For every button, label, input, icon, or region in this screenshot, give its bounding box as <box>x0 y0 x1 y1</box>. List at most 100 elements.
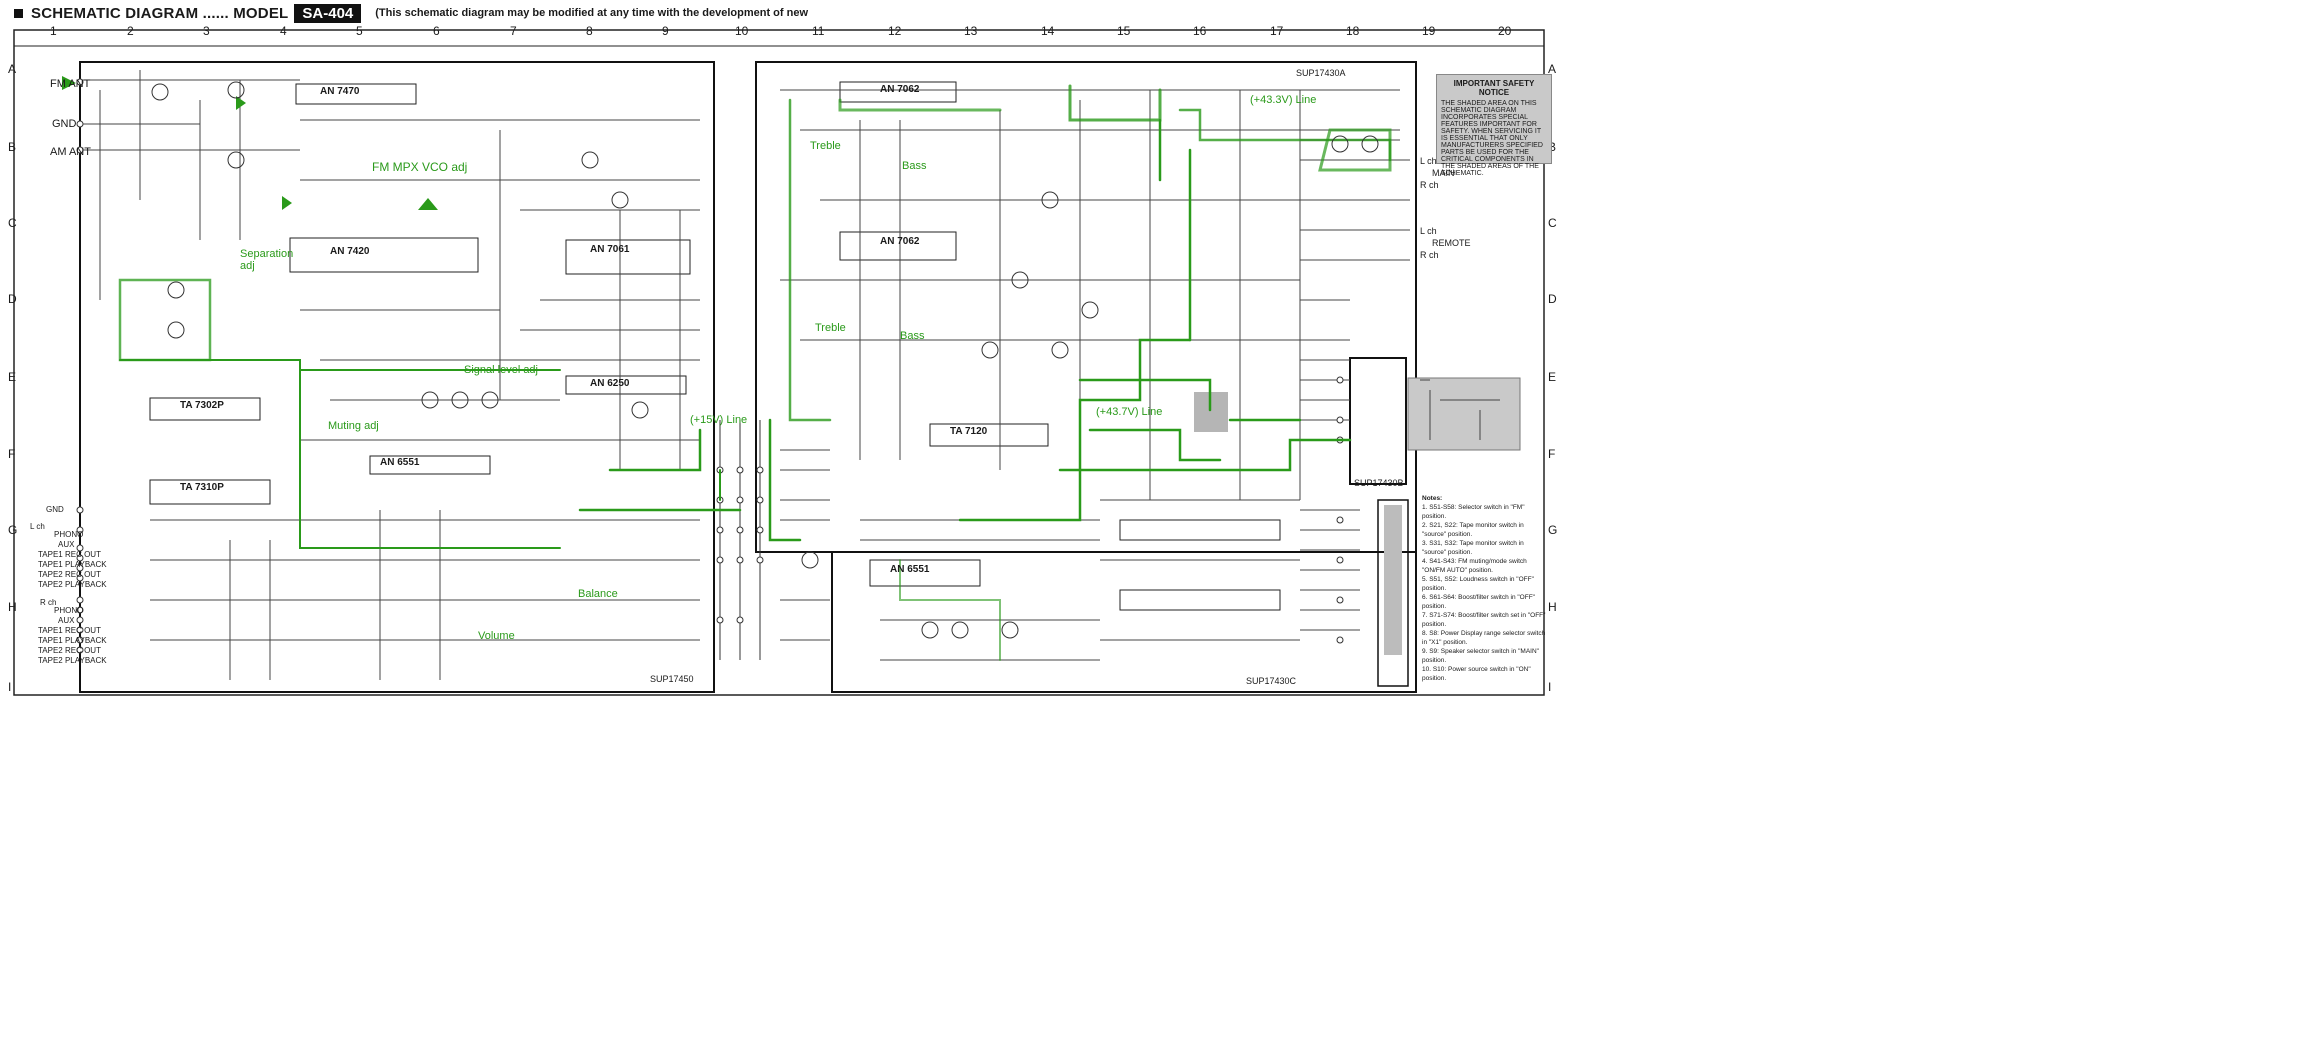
col-9: 9 <box>662 24 669 38</box>
col-7: 7 <box>510 24 517 38</box>
row-C-right: C <box>1548 216 1557 230</box>
plus15v-line-label: (+15V) Line <box>690 414 748 426</box>
col-10: 10 <box>735 24 749 38</box>
board-label-sup17430a: SUP17430A <box>1296 68 1346 78</box>
spk-remote-lch: L ch <box>1420 226 1437 236</box>
col-13: 13 <box>964 24 978 38</box>
jack-lch: L ch <box>30 522 45 531</box>
spk-main: MAIN <box>1432 168 1455 178</box>
am-ant-label: AM ANT <box>50 146 91 158</box>
row-I-right: I <box>1548 680 1552 694</box>
volume-label: Volume <box>478 630 515 642</box>
note-item: 8. S8: Power Display range selector swit… <box>1422 630 1546 646</box>
col-15: 15 <box>1117 24 1131 38</box>
ic-ta7310p-label: TA 7310P <box>180 482 224 493</box>
col-6: 6 <box>433 24 440 38</box>
safety-notice-body: THE SHADED AREA ON THIS SCHEMATIC DIAGRA… <box>1441 100 1543 177</box>
row-C: C <box>8 216 17 230</box>
outer-frame <box>13 29 1545 696</box>
bass-upper-label: Bass <box>902 160 927 172</box>
jack-tape2-play-l: TAPE2 PLAYBACK <box>38 580 107 589</box>
row-A-right: A <box>1548 62 1557 76</box>
note-item: 6. S61-S64: Boost/filter switch in "OFF"… <box>1422 594 1535 610</box>
ic-an7470-label: AN 7470 <box>320 86 360 97</box>
treble-upper-label: Treble <box>810 140 841 152</box>
jack-phono-l: PHONO <box>54 530 84 539</box>
jack-tape2-play-r: TAPE2 PLAYBACK <box>38 656 107 665</box>
signal-level-adj-label: Signal level adj <box>464 364 538 376</box>
row-E: E <box>8 370 17 384</box>
ic-an7061-label: AN 7061 <box>590 244 630 255</box>
plus43-7v-line-label: (+43.7V) Line <box>1096 406 1163 418</box>
note-item: 7. S71-S74: Boost/filter switch set in "… <box>1422 612 1546 628</box>
row-E-right: E <box>1548 370 1557 384</box>
jack-tape1-rec-l: TAPE1 REC OUT <box>38 550 101 559</box>
jack-aux-r: AUX <box>58 616 75 625</box>
jack-rch: R ch <box>40 598 57 607</box>
row-B-right: B <box>1548 140 1557 154</box>
row-A: A <box>8 62 17 76</box>
board-left <box>79 61 715 693</box>
connector-strip <box>1377 499 1409 687</box>
fm-ant-label: FM ANT <box>50 78 91 90</box>
fm-mpx-vco-label: FM MPX VCO adj <box>372 160 468 174</box>
jack-tape1-rec-r: TAPE1 REC OUT <box>38 626 101 635</box>
note-item: 4. S41-S43: FM muting/mode switch "ON/FM… <box>1422 558 1527 574</box>
diagram-title: SCHEMATIC DIAGRAM ...... MODEL <box>31 4 289 22</box>
ic-ta7120-label: TA 7120 <box>950 426 988 437</box>
gnd-label: GND <box>52 118 77 130</box>
col-4: 4 <box>280 24 287 38</box>
row-D-right: D <box>1548 292 1557 306</box>
row-H-right: H <box>1548 600 1557 614</box>
row-B: B <box>8 140 17 154</box>
safety-notice-heading: IMPORTANT SAFETY NOTICE <box>1453 79 1535 97</box>
spk-remote-rch: R ch <box>1420 250 1439 260</box>
safety-notice-box: IMPORTANT SAFETY NOTICE THE SHADED AREA … <box>1436 74 1552 177</box>
row-H: H <box>8 600 17 614</box>
balance-label: Balance <box>578 588 618 600</box>
ic-an6250-label: AN 6250 <box>590 378 630 389</box>
col-8: 8 <box>586 24 593 38</box>
title-bar: SCHEMATIC DIAGRAM ...... MODEL SA-404 (T… <box>14 2 808 24</box>
spk-main-rch: R ch <box>1420 180 1439 190</box>
row-F-right: F <box>1548 447 1556 461</box>
ic-an6551-label: AN 6551 <box>380 457 420 468</box>
bass-lower-label: Bass <box>900 330 925 342</box>
note-item: 10. S10: Power source switch in "ON" pos… <box>1422 666 1531 682</box>
board-label-sup17450: SUP17450 <box>650 674 694 684</box>
board-right-top <box>755 61 1417 553</box>
ic-ta7302p-label: TA 7302P <box>180 400 224 411</box>
col-20: 20 <box>1498 24 1512 38</box>
ic-an7062-upper-label: AN 7062 <box>880 84 920 95</box>
column-ruler: 1 2 3 4 5 6 7 8 9 10 11 12 13 14 15 16 1… <box>0 24 2306 40</box>
plus43-3v-line-label: (+43.3V) Line <box>1250 94 1317 106</box>
col-3: 3 <box>203 24 210 38</box>
jack-tape1-play-r: TAPE1 PLAYBACK <box>38 636 107 645</box>
col-16: 16 <box>1193 24 1207 38</box>
muting-adj-label: Muting adj <box>328 420 379 432</box>
jack-tape2-rec-r: TAPE2 REC OUT <box>38 646 101 655</box>
ic-an6551-bottom-label: AN 6551 <box>890 564 930 575</box>
board-label-sup17430b: SUP17430B <box>1354 478 1404 488</box>
note-item: 2. S21, S22: Tape monitor switch in "sou… <box>1422 522 1524 538</box>
connector-shade <box>1384 505 1402 655</box>
notes-panel: Notes: 1. S51-S58: Selector switch in "F… <box>1422 494 1546 683</box>
spk-remote: REMOTE <box>1432 238 1471 248</box>
ic-an7420-label: AN 7420 <box>330 246 370 257</box>
treble-lower-label: Treble <box>815 322 846 334</box>
jack-tape1-play-l: TAPE1 PLAYBACK <box>38 560 107 569</box>
jack-aux-l: AUX <box>58 540 75 549</box>
col-12: 12 <box>888 24 902 38</box>
jack-gnd: GND <box>46 505 64 514</box>
col-18: 18 <box>1346 24 1360 38</box>
note-item: 3. S31, S32: Tape monitor switch in "sou… <box>1422 540 1524 556</box>
col-19: 19 <box>1422 24 1436 38</box>
ic-an7062-lower-label: AN 7062 <box>880 236 920 247</box>
col-2: 2 <box>127 24 134 38</box>
separation-adj-label: Separation adj <box>240 248 294 272</box>
model-badge: SA-404 <box>294 3 362 23</box>
note-item: 9. S9: Speaker selector switch in "MAIN"… <box>1422 648 1539 664</box>
row-G-right: G <box>1548 523 1558 537</box>
col-1: 1 <box>50 24 57 38</box>
